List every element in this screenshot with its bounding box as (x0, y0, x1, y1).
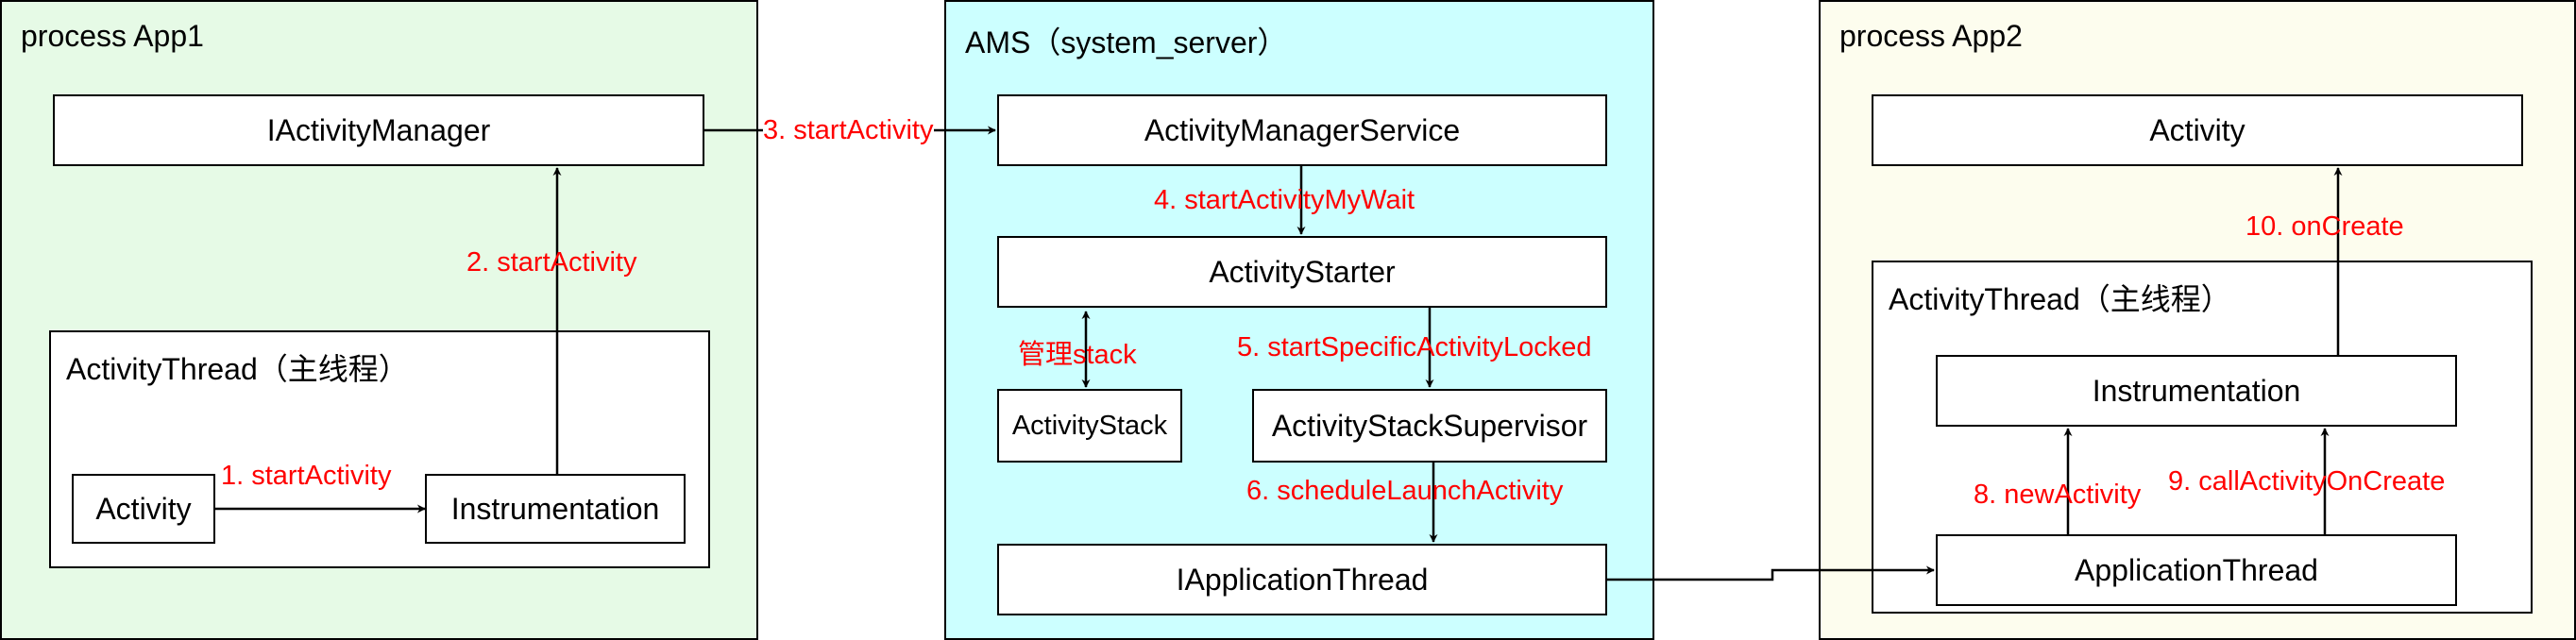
label-step4: 4. startActivityMyWait (1154, 185, 1415, 215)
app1-activity-box: Activity (72, 474, 215, 544)
app1-instrumentation-box: Instrumentation (425, 474, 686, 544)
app2-application-thread-box: ApplicationThread (1936, 534, 2457, 606)
panel-title-ams: AMS（system_server） (965, 25, 1288, 59)
ams-activity-stack-box: ActivityStack (997, 389, 1182, 463)
panel-title-app1: process App1 (21, 19, 204, 53)
label-step1: 1. startActivity (221, 461, 392, 491)
label-manage-stack: 管理stack (1018, 340, 1137, 370)
app2-activity-thread-title: ActivityThread（主线程） (1889, 282, 2231, 316)
label-step3: 3. startActivity (763, 115, 934, 146)
label-step2: 2. startActivity (466, 247, 637, 278)
label-step5: 5. startSpecificActivityLocked (1237, 332, 1592, 362)
app1-activity-thread-title: ActivityThread（主线程） (66, 352, 409, 386)
ams-activity-stack-supervisor-box: ActivityStackSupervisor (1252, 389, 1607, 463)
ams-activity-starter-box: ActivityStarter (997, 236, 1607, 308)
ams-iapplication-thread-box: IApplicationThread (997, 544, 1607, 615)
label-step8: 8. newActivity (1974, 480, 2142, 510)
ams-activity-manager-service-box: ActivityManagerService (997, 94, 1607, 166)
label-step9: 9. callActivityOnCreate (2168, 466, 2446, 497)
label-step10: 10. onCreate (2246, 211, 2404, 242)
panel-title-app2: process App2 (1839, 19, 2023, 53)
app2-activity-box: Activity (1872, 94, 2523, 166)
app1-iactivity-manager-box: IActivityManager (53, 94, 704, 166)
app2-instrumentation-box: Instrumentation (1936, 355, 2457, 427)
label-step6: 6. scheduleLaunchActivity (1246, 476, 1564, 506)
edge-step7 (1607, 565, 1935, 581)
